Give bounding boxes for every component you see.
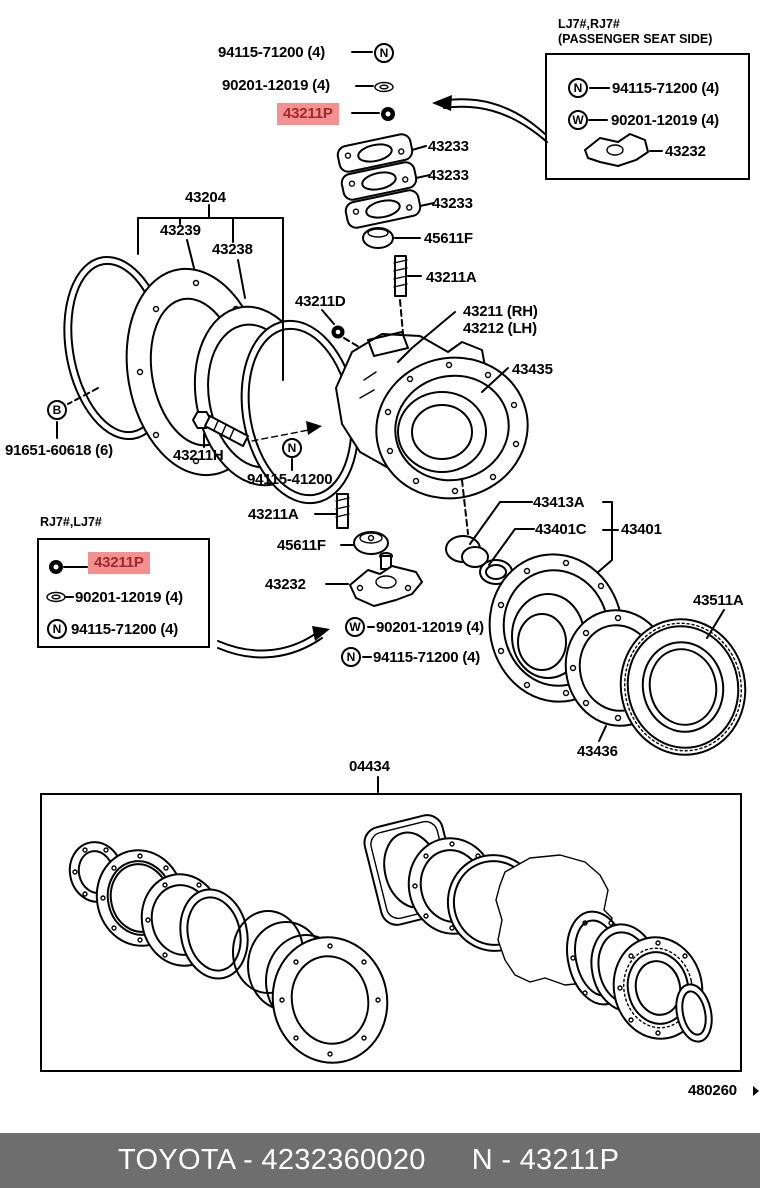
footer-bar: TOYOTA - 4232360020 N - 43211P (0, 1133, 760, 1188)
part-label-43413A: 43413A (533, 494, 585, 511)
part-label-43232: 43232 (265, 576, 306, 593)
axle-hub-group (445, 501, 747, 756)
plug-45611F-mid (340, 531, 389, 555)
fastener-symbol-W: W (345, 617, 365, 637)
plate-43232 (325, 552, 423, 607)
part-label-43211D: 43211D (295, 293, 346, 310)
inset-left-part-43211P-highlighted: 43211P (88, 552, 150, 574)
part-label-43239: 43239 (160, 222, 201, 239)
inset-left-part-94115-71200: 94115-71200 (4) (71, 621, 179, 638)
part-label-43435: 43435 (512, 361, 553, 378)
part-label-43233-3: 43233 (432, 195, 473, 212)
part-label-94115-71200-top: 94115-71200 (4) (218, 44, 326, 61)
fastener-symbol-N: N (47, 619, 67, 639)
fastener-symbol-N: N (282, 438, 302, 458)
inset-top-right-subtitle: (PASSENGER SEAT SIDE) (558, 32, 713, 46)
part-label-43233-2: 43233 (428, 167, 469, 184)
inset-tr-part-43232: 43232 (665, 143, 706, 160)
footer-reference-part: N - 43211P (471, 1144, 620, 1176)
top-fastener-icons (351, 51, 395, 121)
kit-04434-box (40, 793, 742, 1072)
fastener-symbol-N: N (568, 78, 588, 98)
footer-brand-part-number: TOYOTA - 4232360020 (118, 1144, 426, 1176)
sheet-number-tick (753, 1086, 759, 1096)
nut-43211D (321, 309, 375, 357)
fastener-symbol-W: W (568, 110, 588, 130)
plug-45611F-top (362, 227, 421, 249)
gasket-43233-stack (336, 133, 435, 229)
part-label-43212-LH: 43212 (LH) (463, 320, 537, 337)
inset-tr-part-94115-71200: 94115-71200 (4) (612, 80, 720, 97)
part-label-94115-41200: 94115-41200 (247, 471, 333, 488)
part-label-43401: 43401 (621, 521, 662, 538)
part-label-43211P-highlighted: 43211P (277, 103, 339, 125)
part-label-43233-1: 43233 (428, 138, 469, 155)
part-label-43211A-mid: 43211A (248, 506, 299, 523)
part-label-43211H: 43211H (173, 447, 224, 464)
inset-tr-part-90201-12019: 90201-12019 (4) (611, 112, 719, 129)
part-label-43211-RH: 43211 (RH) (463, 303, 538, 320)
part-label-43401C: 43401C (535, 521, 587, 538)
part-label-45611F-top: 45611F (424, 230, 473, 247)
bolt-43211H (192, 411, 322, 448)
stud-43211A-mid (314, 493, 350, 529)
inset-left-variant: RJ7#,LJ7# (40, 515, 102, 529)
part-label-43238: 43238 (212, 241, 253, 258)
part-label-43204: 43204 (185, 189, 226, 206)
arrow-from-inset-top-right (432, 95, 548, 143)
part-label-04434: 04434 (349, 758, 390, 775)
fastener-symbol-N: N (341, 647, 361, 667)
part-label-43436: 43436 (577, 743, 618, 760)
inset-top-right-box (545, 53, 750, 180)
fastener-symbol-B: B (47, 400, 67, 420)
fastener-symbol-N: N (374, 43, 394, 63)
part-label-45611F-mid: 45611F (277, 537, 326, 554)
stud-43211A-top (393, 255, 422, 346)
part-label-43511A: 43511A (693, 592, 744, 609)
part-label-90201-12019-mid: 90201-12019 (4) (376, 619, 484, 636)
part-label-94115-71200-mid: 94115-71200 (4) (373, 649, 481, 666)
inset-left-part-90201-12019: 90201-12019 (4) (75, 589, 183, 606)
knuckle-housing (335, 311, 529, 535)
inset-top-right-variant: LJ7#,RJ7# (558, 17, 620, 31)
sheet-number: 480260 (688, 1082, 737, 1099)
part-label-91651-60618: 91651-60618 (6) (5, 442, 113, 459)
part-label-43211A-top: 43211A (426, 269, 477, 286)
inset-left-box (37, 538, 210, 648)
part-label-90201-12019-top: 90201-12019 (4) (222, 77, 330, 94)
